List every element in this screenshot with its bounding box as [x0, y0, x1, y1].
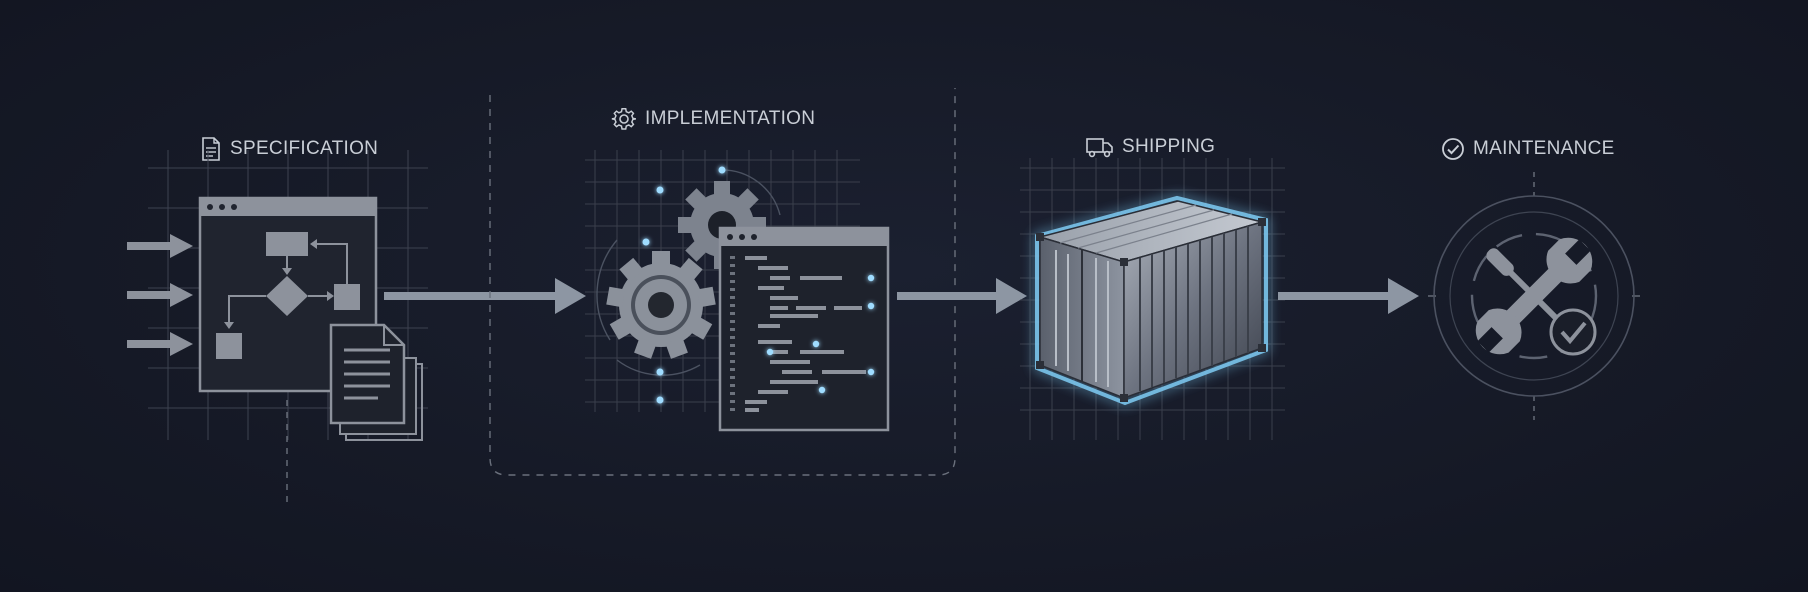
- glow-nodes: [642, 166, 726, 404]
- maintenance-emblem: [1428, 172, 1640, 420]
- stage-label-maintenance: MAINTENANCE: [1441, 137, 1615, 161]
- stage-label-shipping: SHIPPING: [1086, 136, 1215, 158]
- truck-icon: [1086, 138, 1113, 158]
- shipping-container-icon: [1035, 195, 1268, 406]
- stage-label-text: MAINTENANCE: [1473, 138, 1615, 159]
- flow-arrow-3: [1278, 278, 1419, 314]
- code-window: [718, 226, 890, 432]
- stage-label-text: SHIPPING: [1122, 136, 1216, 157]
- stage-label-text: SPECIFICATION: [230, 138, 379, 159]
- large-gear-icon: [606, 251, 716, 359]
- stage-label-implementation: IMPLEMENTATION: [611, 106, 815, 132]
- input-arrows: [127, 234, 193, 356]
- flow-arrow-2: [897, 278, 1027, 314]
- gear-orbits: [596, 169, 781, 376]
- spec-window: [198, 196, 378, 393]
- documents-stack: [329, 323, 423, 441]
- implementation-dashed-frame: [489, 88, 956, 476]
- flow-arrow-1: [384, 278, 586, 314]
- wrench-screwdriver-icon: [1475, 237, 1597, 356]
- gear-icon: [611, 108, 636, 130]
- stage-label-text: IMPLEMENTATION: [645, 108, 816, 129]
- check-circle-icon: [1442, 138, 1464, 160]
- stage-label-specification: SPECIFICATION: [200, 137, 378, 161]
